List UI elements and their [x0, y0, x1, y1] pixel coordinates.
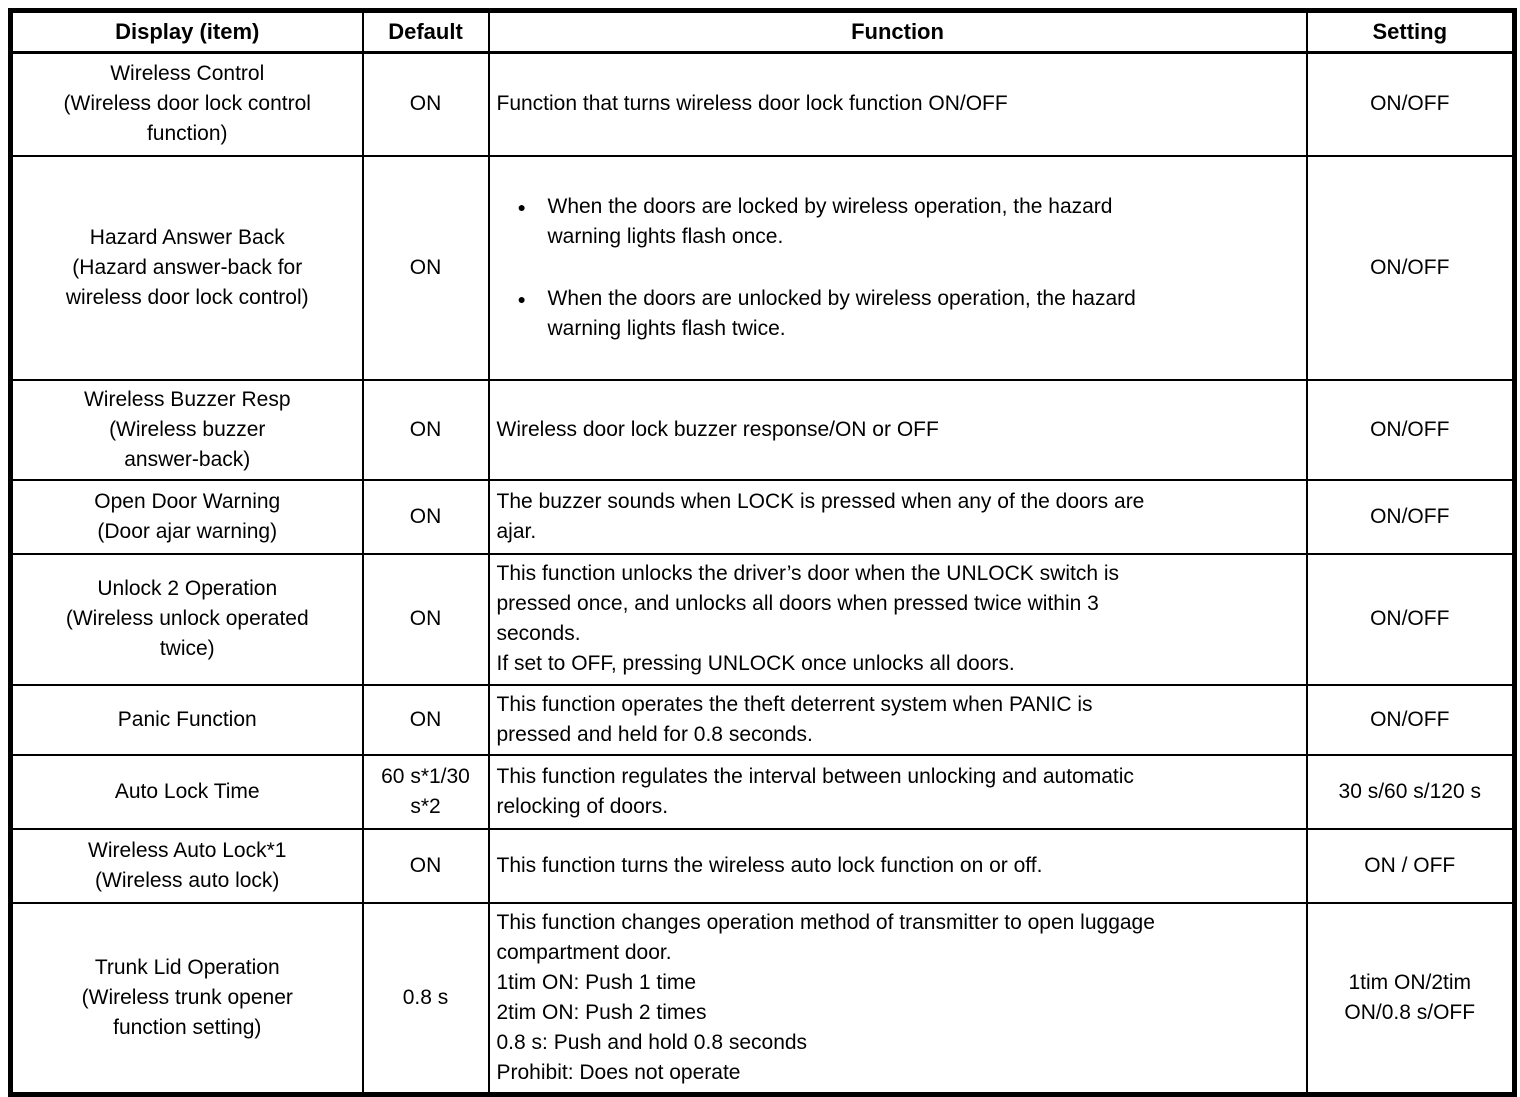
function-cell: The buzzer sounds when LOCK is pressed w…	[487, 478, 1308, 555]
bullet-icon: ●	[517, 290, 526, 307]
table-row: Unlock 2 Operation (Wireless unlock oper…	[9, 552, 1516, 686]
default-cell: 60 s*1/30 s*2	[361, 753, 490, 830]
bullet-text: When the doors are locked by wireless op…	[547, 194, 1113, 248]
table-row: Auto Lock Time 60 s*1/30 s*2 This functi…	[9, 753, 1516, 830]
function-cell: This function turns the wireless auto lo…	[487, 827, 1308, 904]
display-cell: Unlock 2 Operation (Wireless unlock oper…	[9, 552, 364, 686]
table-row: Wireless Control (Wireless door lock con…	[9, 51, 1516, 157]
col-header-default: Default	[361, 9, 490, 54]
setting-cell: 30 s/60 s/120 s	[1305, 753, 1516, 830]
table-row: Panic Function ON This function operates…	[9, 683, 1516, 756]
setting-cell: ON/OFF	[1305, 683, 1516, 756]
default-cell: ON	[361, 827, 490, 904]
display-cell: Wireless Buzzer Resp (Wireless buzzer an…	[9, 378, 364, 481]
setting-cell: ON/OFF	[1305, 552, 1516, 686]
col-header-setting: Setting	[1305, 9, 1516, 54]
table-row: Trunk Lid Operation (Wireless trunk open…	[9, 901, 1516, 1095]
default-cell: 0.8 s	[361, 901, 490, 1095]
default-cell: ON	[361, 154, 490, 381]
display-cell: Wireless Auto Lock*1 (Wireless auto lock…	[9, 827, 364, 904]
display-cell: Hazard Answer Back (Hazard answer-back f…	[9, 154, 364, 381]
setting-cell: ON/OFF	[1305, 478, 1516, 555]
bullet-item: ● When the doors are unlocked by wireles…	[497, 284, 1296, 344]
col-header-function: Function	[487, 9, 1308, 54]
table-header-row: Display (item) Default Function Setting	[9, 9, 1516, 54]
function-cell: Wireless door lock buzzer response/ON or…	[487, 378, 1308, 481]
col-header-display: Display (item)	[9, 9, 364, 54]
table-row: Hazard Answer Back (Hazard answer-back f…	[9, 154, 1516, 381]
function-cell: This function regulates the interval bet…	[487, 753, 1308, 830]
display-cell: Trunk Lid Operation (Wireless trunk open…	[9, 901, 364, 1095]
default-cell: ON	[361, 552, 490, 686]
display-cell: Auto Lock Time	[9, 753, 364, 830]
table-row: Open Door Warning (Door ajar warning) ON…	[9, 478, 1516, 555]
function-cell: Function that turns wireless door lock f…	[487, 51, 1308, 157]
function-cell: This function operates the theft deterre…	[487, 683, 1308, 756]
setting-cell: ON/OFF	[1305, 154, 1516, 381]
function-cell: This function unlocks the driver’s door …	[487, 552, 1308, 686]
setting-cell: ON/OFF	[1305, 51, 1516, 157]
display-cell: Open Door Warning (Door ajar warning)	[9, 478, 364, 555]
table-row: Wireless Buzzer Resp (Wireless buzzer an…	[9, 378, 1516, 481]
bullet-item: ● When the doors are locked by wireless …	[497, 192, 1296, 252]
bullet-text: When the doors are unlocked by wireless …	[547, 286, 1136, 340]
table-row: Wireless Auto Lock*1 (Wireless auto lock…	[9, 827, 1516, 904]
settings-table: Display (item) Default Function Setting …	[8, 8, 1517, 1097]
default-cell: ON	[361, 51, 490, 157]
function-cell: This function changes operation method o…	[487, 901, 1308, 1095]
bullet-icon: ●	[517, 198, 526, 215]
setting-cell: ON / OFF	[1305, 827, 1516, 904]
display-cell: Wireless Control (Wireless door lock con…	[9, 51, 364, 157]
default-cell: ON	[361, 683, 490, 756]
default-cell: ON	[361, 478, 490, 555]
setting-cell: 1tim ON/2tim ON/0.8 s/OFF	[1305, 901, 1516, 1095]
default-cell: ON	[361, 378, 490, 481]
display-cell: Panic Function	[9, 683, 364, 756]
function-cell: ● When the doors are locked by wireless …	[487, 154, 1308, 381]
setting-cell: ON/OFF	[1305, 378, 1516, 481]
